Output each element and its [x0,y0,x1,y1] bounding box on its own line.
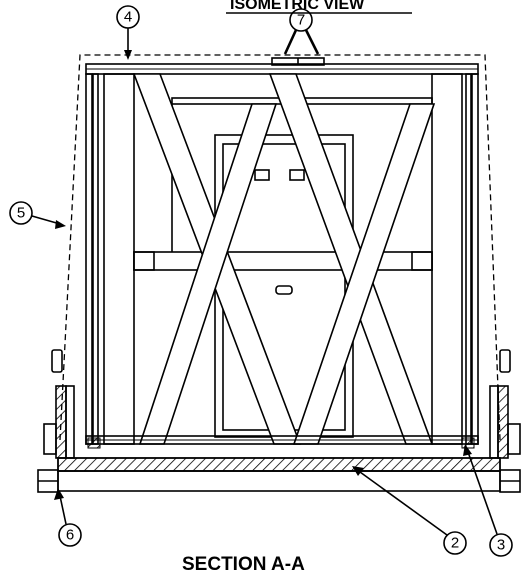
right-post-outer [471,73,479,445]
left-sidewall [55,385,67,459]
middle-rail [133,251,433,271]
callout-6: 6 [54,488,82,547]
upper-latch-right [289,169,305,181]
door-handle [275,285,293,295]
svg-text:5: 5 [17,205,25,222]
skid [57,470,501,492]
section-label: SECTION A-A [182,554,305,575]
svg-text:3: 3 [497,537,505,554]
svg-text:6: 6 [66,527,74,544]
hatched-base [57,457,501,472]
svg-text:4: 4 [124,9,132,26]
callout-5: 5 [9,201,66,229]
callout-7: 7 [283,8,320,55]
left-column [103,73,135,445]
right-sidewall [497,385,509,459]
cover-outline [59,54,501,441]
left-post-inner [92,73,99,445]
callout-4: 4 [116,5,140,60]
left-post-outer [85,73,93,445]
right-post-inner [465,73,472,445]
callout-2: 2 [352,466,467,555]
right-column [431,73,463,445]
upper-latch-left [254,169,270,181]
callout-3: 3 [463,444,513,557]
svg-text:7: 7 [297,12,305,29]
right-latch [499,349,511,373]
svg-text:2: 2 [451,535,459,552]
header-partial-text: ISOMETRIC VIEW [230,0,365,13]
left-latch [51,349,63,373]
